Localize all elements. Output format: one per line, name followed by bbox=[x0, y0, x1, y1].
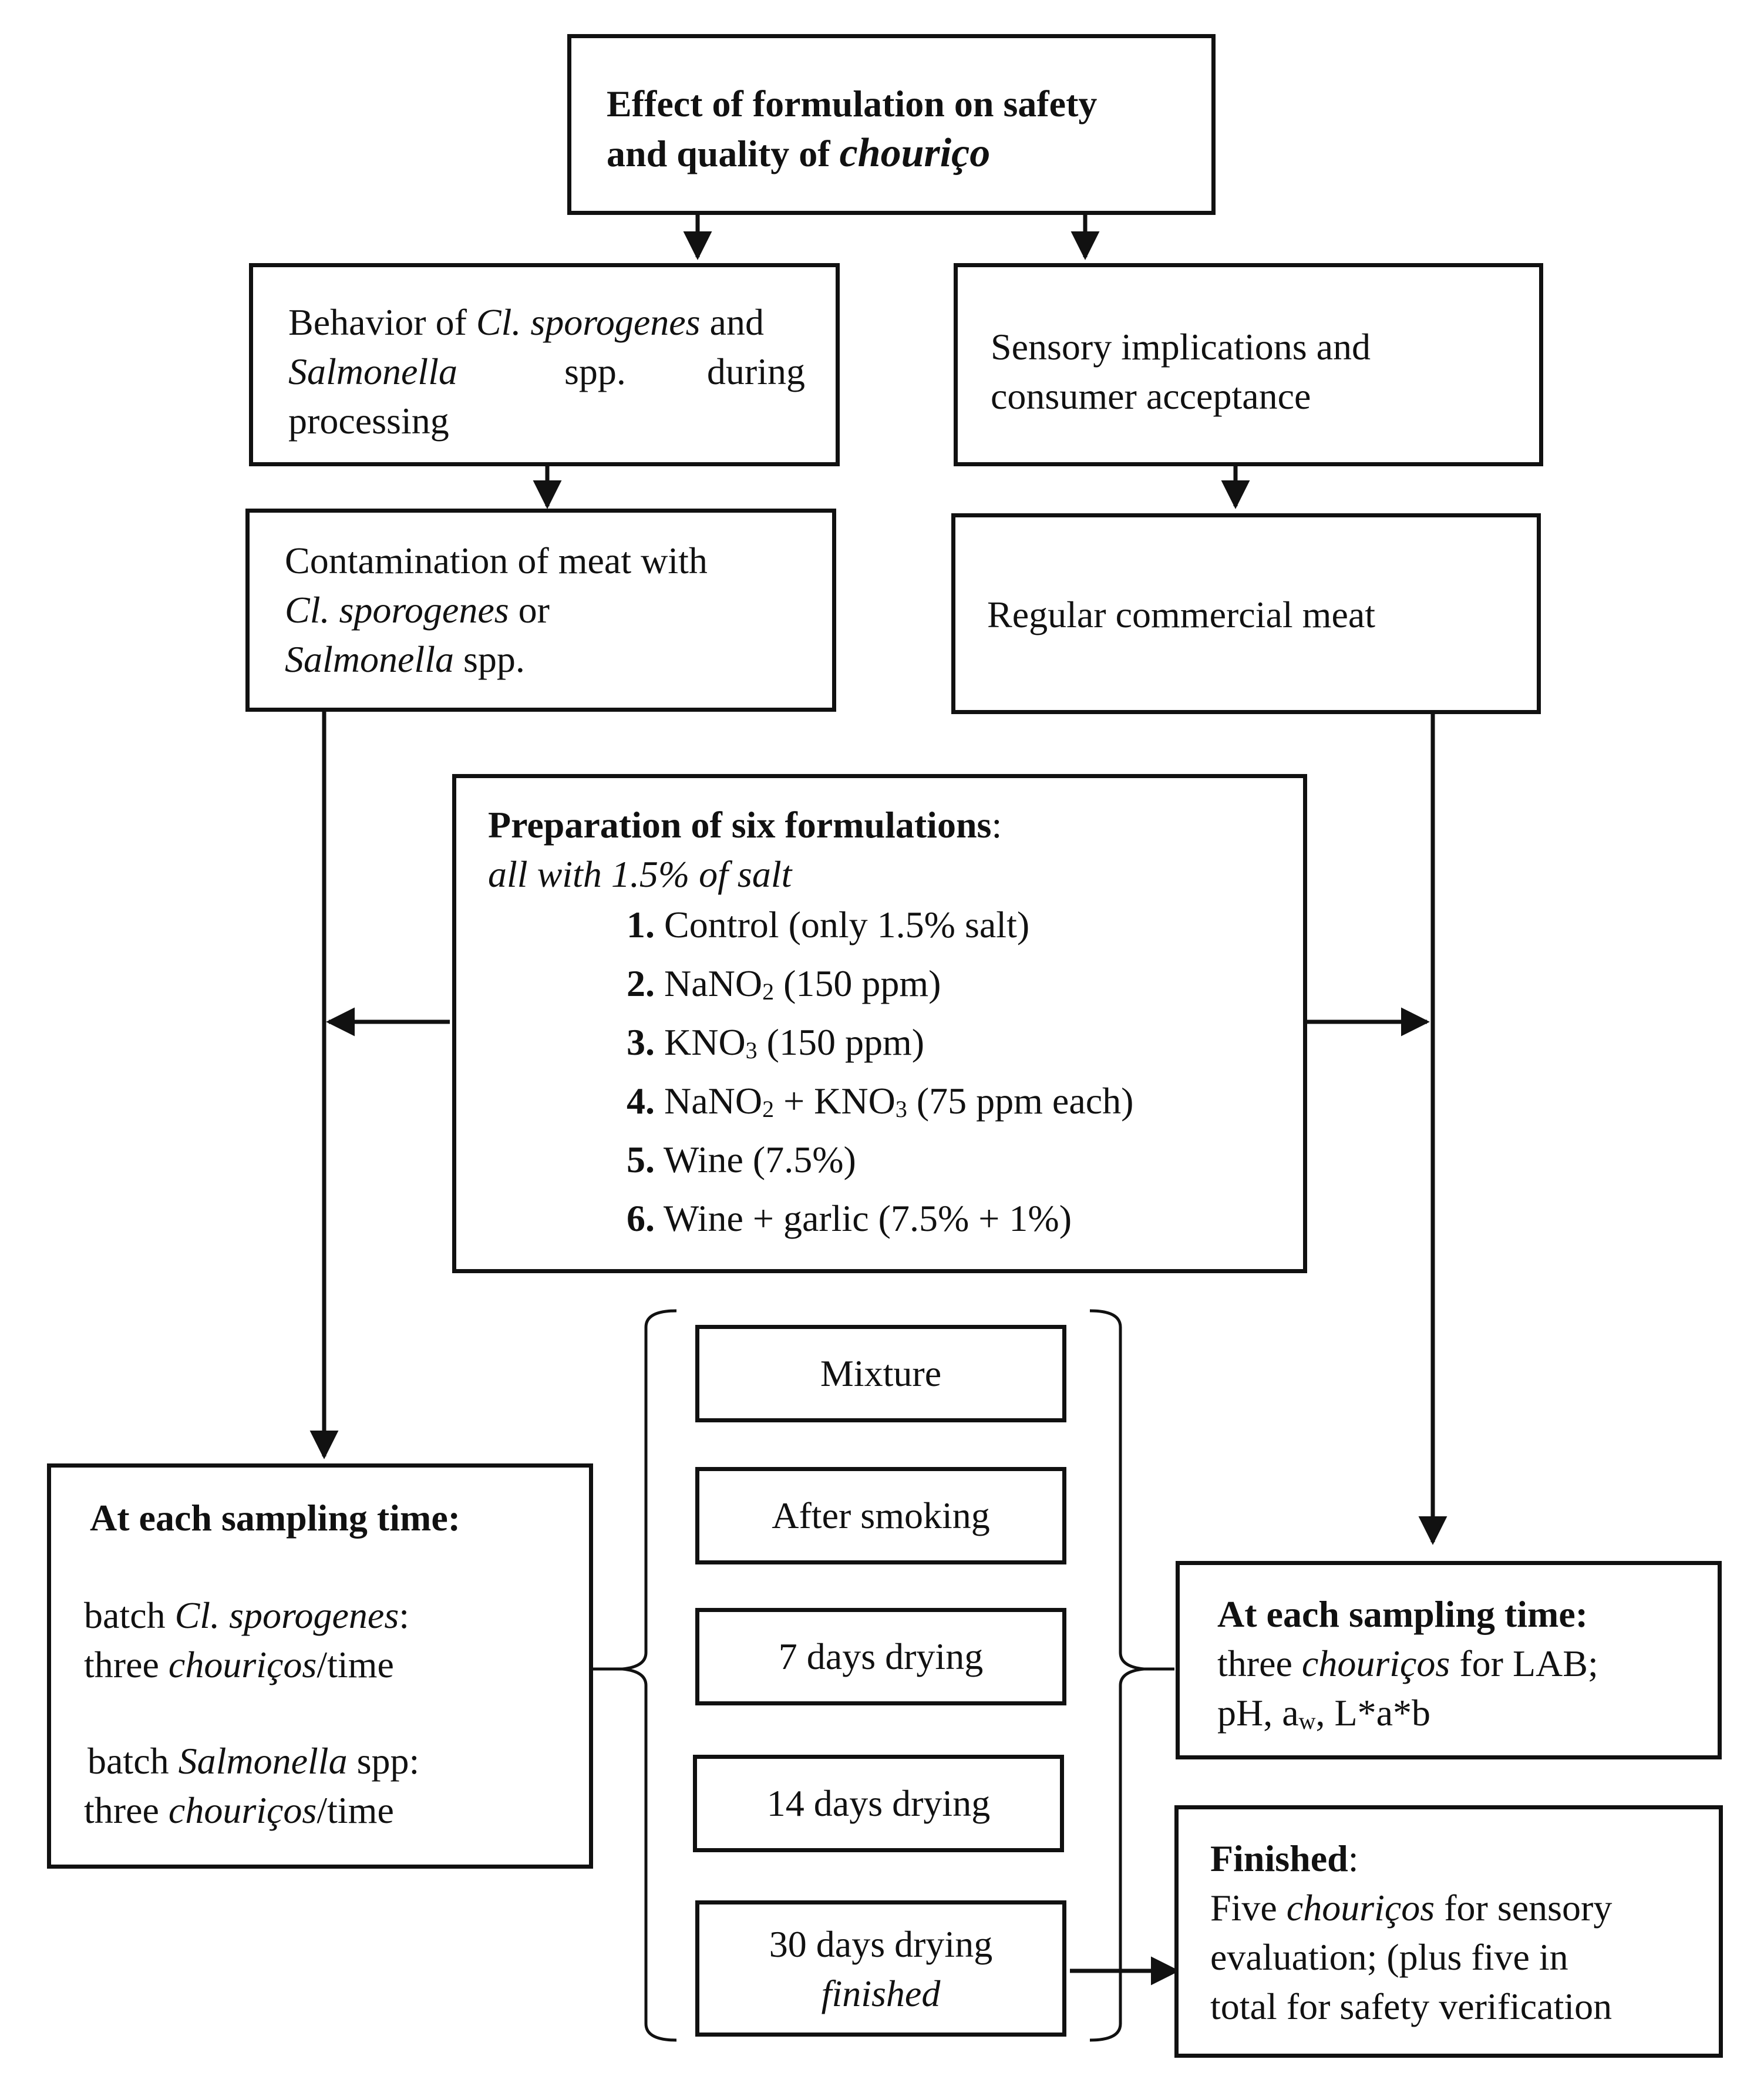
right-sampling-line2: pH, aw, L*a*b bbox=[1217, 1692, 1431, 1734]
stage-7-days: 7 days drying bbox=[695, 1608, 1066, 1705]
right-sampling-line1: three chouriços for LAB; bbox=[1217, 1643, 1598, 1684]
left-sampling-batch2-line1: batch Salmonella spp: bbox=[87, 1740, 420, 1782]
stage-mixture: Mixture bbox=[695, 1325, 1066, 1422]
behavior-line3: processing bbox=[288, 400, 449, 442]
formulation-item-5: 5. Wine (7.5%) bbox=[627, 1139, 856, 1180]
stage-30-days: 30 days drying finished bbox=[695, 1900, 1066, 2037]
left-sampling-batch1-line1: batch Cl. sporogenes: bbox=[84, 1594, 409, 1636]
right-sampling-box: At each sampling time: three chouriços f… bbox=[1176, 1561, 1722, 1759]
contamination-box: Contamination of meat with Cl. sporogene… bbox=[245, 509, 836, 712]
left-sampling-batch2-line2: three chouriços/time bbox=[84, 1789, 394, 1831]
top-line1: Effect of formulation on safety bbox=[607, 83, 1098, 124]
finished-line2: evaluation; (plus five in bbox=[1210, 1936, 1568, 1978]
stage-14-days: 14 days drying bbox=[693, 1755, 1064, 1852]
contam-line1: Contamination of meat with bbox=[285, 540, 708, 581]
sensory-line2: consumer acceptance bbox=[991, 375, 1311, 417]
finished-title: Finished: bbox=[1210, 1838, 1359, 1879]
stage-30-days-label: 30 days drying bbox=[769, 1923, 993, 1965]
top-line2: and quality of chouriço bbox=[607, 130, 991, 176]
stage-after-smoking: After smoking bbox=[695, 1467, 1066, 1564]
right-sampling-title: At each sampling time: bbox=[1217, 1593, 1588, 1635]
left-brace bbox=[622, 1309, 677, 2042]
finished-line3: total for safety verification bbox=[1210, 1986, 1612, 2027]
regular-meat-box: Regular commercial meat bbox=[951, 513, 1541, 714]
formulation-item-6: 6. Wine + garlic (7.5% + 1%) bbox=[627, 1197, 1072, 1239]
formulation-item-4: 4. NaNO2 + KNO3 (75 ppm each) bbox=[627, 1080, 1134, 1122]
regular-meat-label: Regular commercial meat bbox=[987, 594, 1376, 635]
behavior-line2: Salmonella spp. during bbox=[288, 351, 805, 392]
sensory-box: Sensory implications and consumer accept… bbox=[954, 263, 1543, 466]
formulation-item-1: 1. Control (only 1.5% salt) bbox=[627, 904, 1030, 945]
formulation-item-3: 3. KNO3 (150 ppm) bbox=[627, 1021, 925, 1064]
left-sampling-batch1-line2: three chouriços/time bbox=[84, 1644, 394, 1685]
stage-30-days-finished: finished bbox=[821, 1973, 941, 2014]
behavior-box: Behavior of Cl. sporogenes and Salmonell… bbox=[249, 263, 840, 466]
stage-mixture-label: Mixture bbox=[820, 1352, 942, 1394]
contam-line3: Salmonella spp. bbox=[285, 638, 525, 680]
formulations-title: Preparation of six formulations: bbox=[488, 804, 1002, 846]
left-sampling-title: At each sampling time: bbox=[90, 1497, 461, 1539]
stage-7-days-label: 7 days drying bbox=[778, 1636, 984, 1677]
finished-box: Finished: Five chouriços for sensory eva… bbox=[1174, 1805, 1723, 2058]
finished-line1: Five chouriços for sensory bbox=[1210, 1887, 1612, 1929]
stage-14-days-label: 14 days drying bbox=[766, 1782, 991, 1824]
right-brace bbox=[1089, 1309, 1144, 2042]
behavior-line1: Behavior of Cl. sporogenes and bbox=[288, 301, 764, 343]
top-box: Effect of formulation on safety and qual… bbox=[567, 34, 1216, 215]
formulations-box: Preparation of six formulations: all wit… bbox=[452, 774, 1307, 1273]
left-sampling-box: At each sampling time: batch Cl. sporoge… bbox=[47, 1463, 593, 1869]
formulations-subtitle: all with 1.5% of salt bbox=[488, 853, 792, 895]
stage-after-smoking-label: After smoking bbox=[772, 1495, 990, 1536]
contam-line2: Cl. sporogenes or bbox=[285, 589, 550, 631]
formulation-item-2: 2. NaNO2 (150 ppm) bbox=[627, 963, 941, 1005]
sensory-line1: Sensory implications and bbox=[991, 326, 1371, 368]
